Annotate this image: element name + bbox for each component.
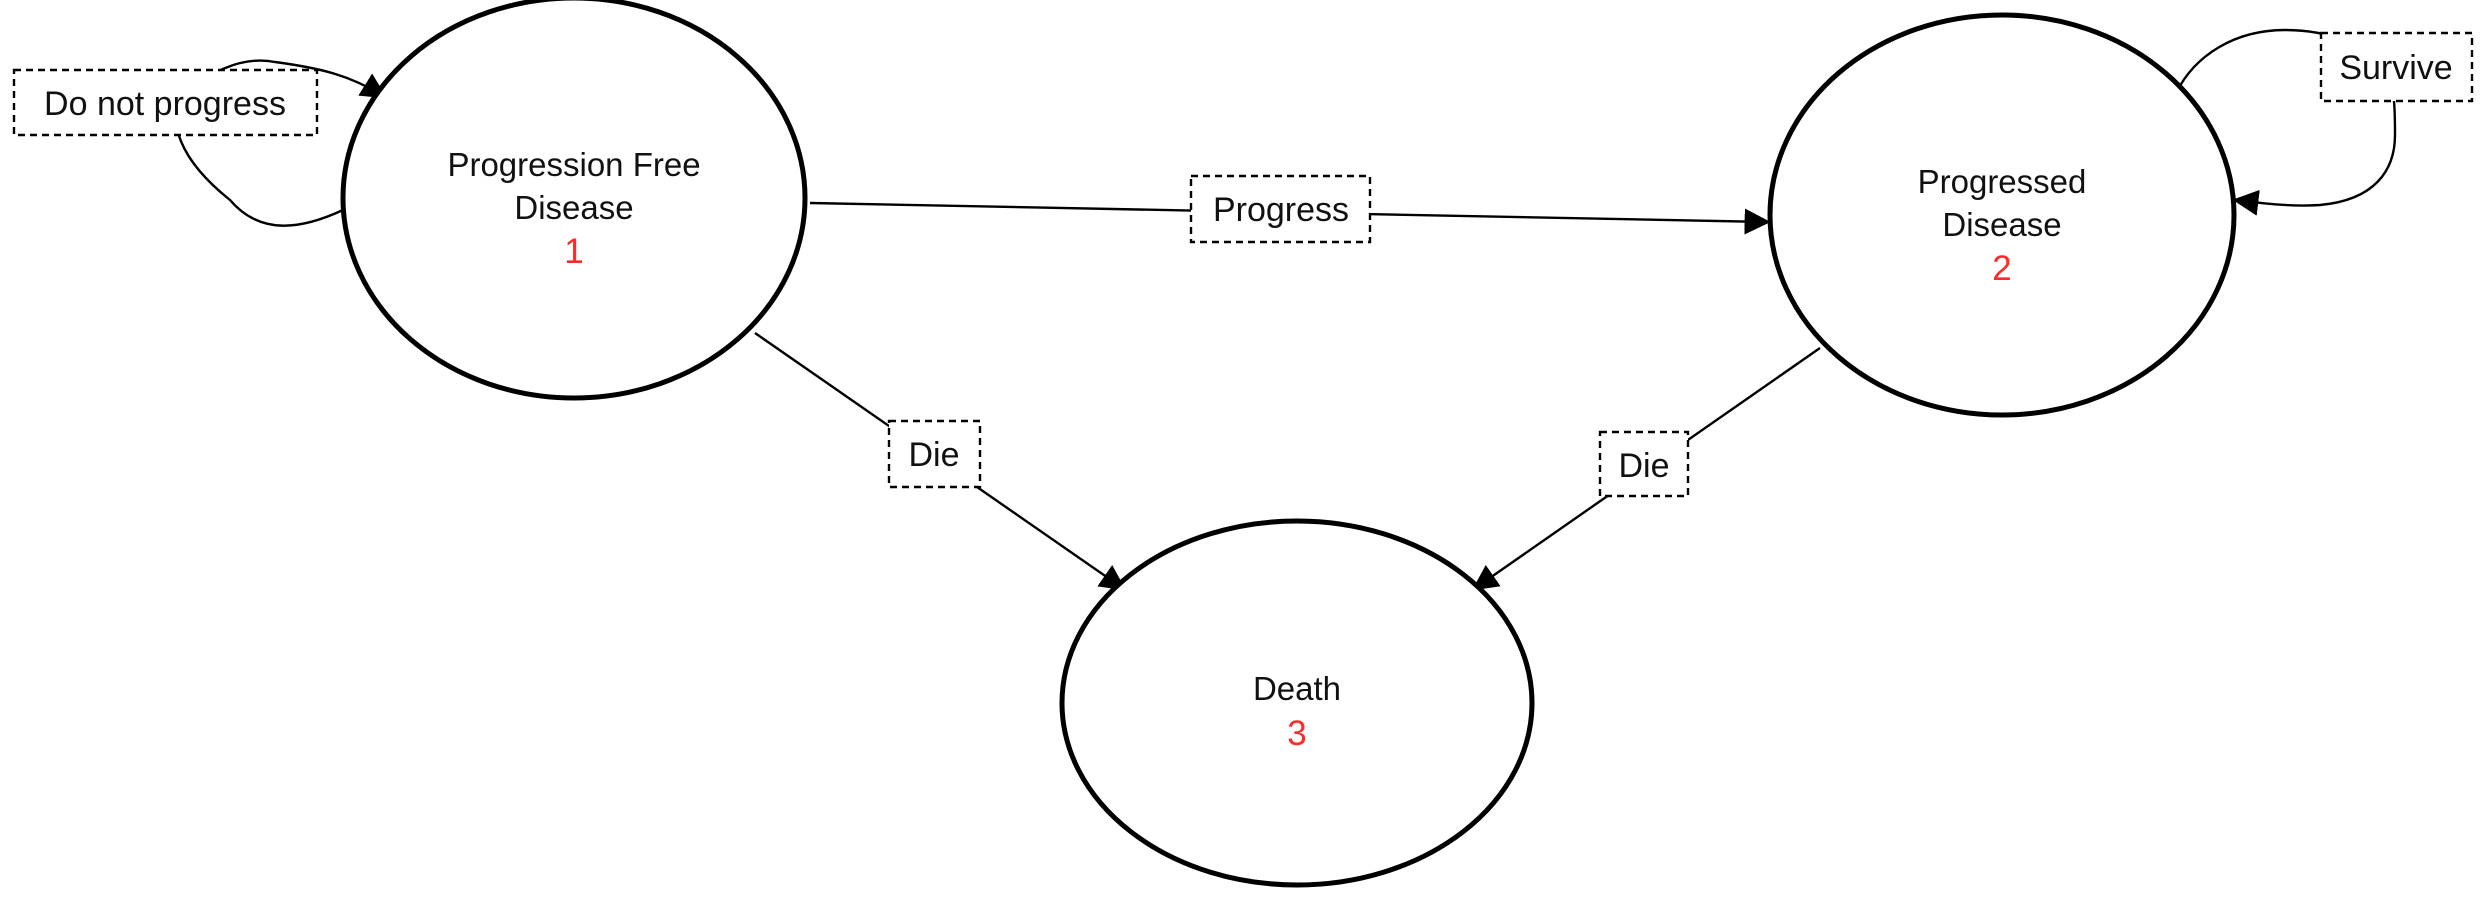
- state-label-line2: Disease: [1942, 206, 2061, 243]
- transition-label-die-left: Die: [887, 419, 982, 489]
- transition-label-progress: Progress: [1189, 174, 1372, 244]
- state-death: Death 3: [1059, 518, 1535, 888]
- state-label-line1: Progressed: [1918, 163, 2087, 200]
- transition-label-do-not-progress: Do not progress: [12, 68, 319, 137]
- state-number: 1: [564, 232, 583, 271]
- transition-label-survive: Survive: [2319, 31, 2474, 103]
- state-number: 3: [1287, 714, 1306, 753]
- state-progression-free-disease: Progression Free Disease 1: [340, 0, 808, 401]
- svg-text:Do not progress: Do not progress: [44, 85, 286, 123]
- transition-label-die-right: Die: [1598, 430, 1690, 498]
- svg-text:Die: Die: [1618, 447, 1669, 485]
- state-label-line1: Progression Free: [447, 146, 700, 183]
- state-progressed-disease: Progressed Disease 2: [1767, 12, 2237, 418]
- state-label: Death: [1253, 670, 1341, 707]
- state-number: 2: [1992, 249, 2011, 288]
- svg-text:Survive: Survive: [2339, 49, 2452, 87]
- state-label-line2: Disease: [514, 189, 633, 226]
- svg-text:Die: Die: [908, 436, 959, 474]
- svg-text:Progress: Progress: [1213, 191, 1349, 229]
